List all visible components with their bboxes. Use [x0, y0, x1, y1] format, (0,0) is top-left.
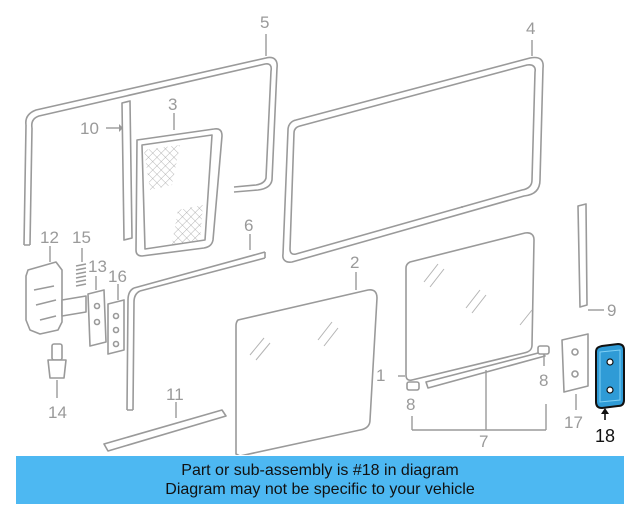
info-banner: Part or sub-assembly is #18 in diagram D…: [16, 456, 624, 504]
banner-line-2: Diagram may not be specific to your vehi…: [165, 481, 475, 498]
callout-9: 9: [607, 301, 616, 320]
callout-3: 3: [168, 95, 177, 114]
callout-16: 16: [108, 267, 127, 286]
callout-numbers: 1 2 3 4 5 6 7 8 8 9 10 11 12 13 14 15 16…: [40, 13, 616, 451]
part-14-knob: [47, 343, 67, 398]
callout-8-right: 8: [539, 371, 548, 390]
part-10-strip: [106, 100, 133, 241]
callout-14: 14: [48, 403, 67, 422]
callout-17: 17: [564, 413, 583, 432]
callout-4: 4: [526, 19, 535, 38]
callout-11: 11: [166, 385, 184, 404]
callout-15: 15: [72, 228, 91, 247]
callout-10: 10: [80, 119, 99, 138]
part-16-plate: [107, 284, 125, 355]
part-6-channel: [126, 234, 266, 411]
part-2-door-glass: [235, 272, 378, 455]
part-12-latch: [25, 246, 87, 335]
part-18-highlighted-pad[interactable]: [595, 342, 625, 420]
callout-13: 13: [88, 257, 107, 276]
part-9-strip: [577, 203, 604, 311]
part-8-stop: [406, 345, 550, 391]
part-17-pad: [561, 333, 589, 410]
part-15-spring: [75, 248, 87, 287]
callout-6: 6: [244, 216, 253, 235]
callout-1: 1: [376, 366, 385, 385]
parts-diagram: 1 2 3 4 5 6 7 8 8 9 10 11 12 13 14 15 16…: [23, 13, 625, 455]
callout-7: 7: [479, 432, 488, 451]
callout-8-left: 8: [406, 395, 415, 414]
part-1-sliding-glass: [398, 232, 535, 382]
callout-2: 2: [350, 253, 359, 272]
part-13-bracket: [87, 276, 107, 347]
banner-line-1: Part or sub-assembly is #18 in diagram: [181, 462, 459, 479]
part-7-track: [411, 351, 547, 431]
part-4-side-glass: [282, 40, 544, 263]
callout-18: 18: [595, 426, 615, 446]
part-11-sill: [103, 402, 227, 452]
callout-5: 5: [260, 13, 269, 32]
part-5-seal: [23, 34, 278, 246]
callout-12: 12: [40, 228, 59, 247]
part-3-vent-window: [135, 113, 223, 257]
